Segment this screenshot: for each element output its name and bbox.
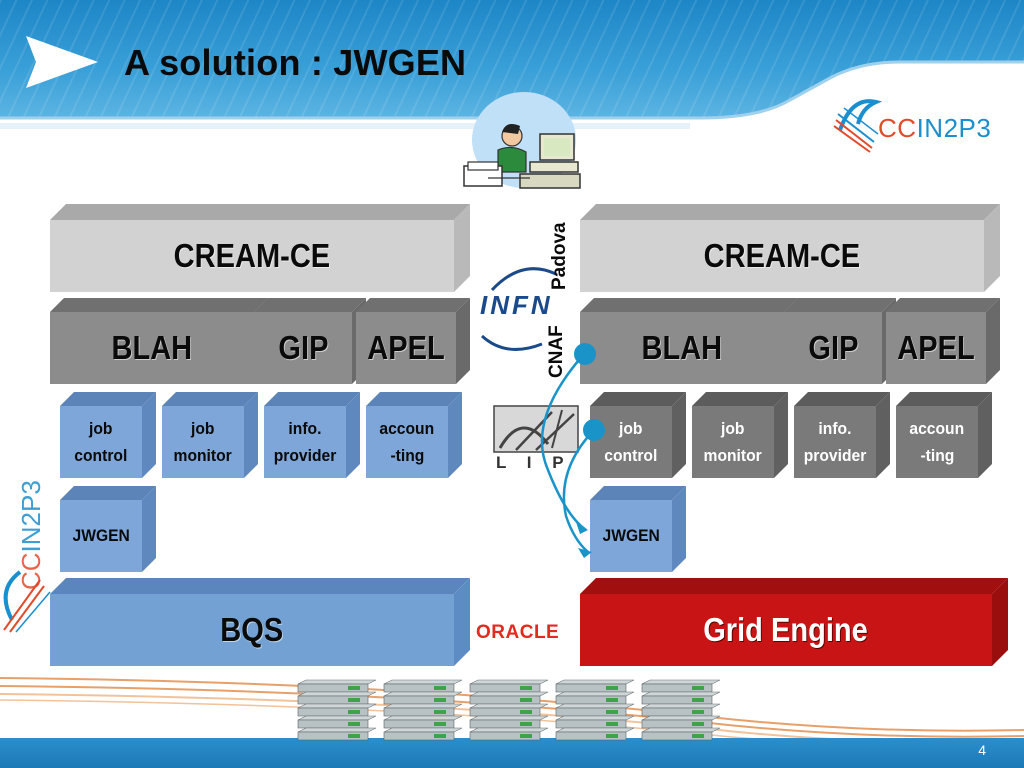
oracle-logo-icon: ORACLE xyxy=(476,622,559,643)
infn-text: INFN xyxy=(480,290,553,320)
oracle-text: ORACLE xyxy=(476,622,559,643)
block-shape xyxy=(264,392,360,478)
cnaf-label: CNAF xyxy=(546,325,567,378)
bqs-label: BQS xyxy=(220,611,284,648)
right-gip-block: GIP xyxy=(784,298,896,384)
padova-label: Padova xyxy=(549,222,570,290)
svg-text:CCIN2P3: CCIN2P3 xyxy=(16,480,46,590)
job-monitor-line1: job xyxy=(721,419,745,438)
block-shape xyxy=(692,392,788,478)
gip-label: GIP xyxy=(277,329,329,366)
block-shape xyxy=(162,392,258,478)
right-cream-ce-block: CREAM-CE xyxy=(580,204,1000,292)
accounting-line1: accoun xyxy=(379,419,435,438)
block-shape xyxy=(50,578,470,666)
block-shape xyxy=(50,204,470,292)
block-shape xyxy=(356,298,470,384)
jwgen-label: JWGEN xyxy=(602,526,660,545)
left-apel-block: APEL xyxy=(356,298,470,384)
accounting-line2: -ting xyxy=(920,446,954,465)
ccin2p3-logo-icon xyxy=(833,99,883,153)
accounting-line1: accoun xyxy=(909,419,965,438)
apel-label: APEL xyxy=(897,329,975,366)
infn-logo-icon: INFN xyxy=(480,267,557,351)
right-apel-block: APEL xyxy=(886,298,1000,384)
job-monitor-line2: monitor xyxy=(173,446,233,465)
info-provider-line2: provider xyxy=(273,446,337,465)
slide-title: A solution : JWGEN xyxy=(124,42,467,83)
title-arrow-icon xyxy=(26,36,98,88)
job-control-line2: control xyxy=(604,446,658,465)
lip-text: L I P xyxy=(496,453,572,472)
grid-engine-label: Grid Engine xyxy=(703,611,869,648)
block-shape xyxy=(886,298,1000,384)
left-job-monitor-block: job monitor xyxy=(162,392,258,478)
block-shape xyxy=(794,392,890,478)
right-accounting-block: accoun -ting xyxy=(896,392,992,478)
job-monitor-line1: job xyxy=(191,419,215,438)
ccin2p3-side-logo-icon: CCIN2P3 xyxy=(3,480,51,633)
right-jwgen-block: JWGEN xyxy=(590,486,686,572)
block-shape xyxy=(896,392,992,478)
blah-label: BLAH xyxy=(641,329,723,366)
block-shape xyxy=(60,486,156,572)
right-job-monitor-block: job monitor xyxy=(692,392,788,478)
right-blah-block: BLAH xyxy=(580,298,798,384)
info-provider-line1: info. xyxy=(818,419,852,438)
job-control-line1: job xyxy=(89,419,113,438)
block-shape xyxy=(590,486,686,572)
page-number: 4 xyxy=(978,742,986,758)
left-jwgen-block: JWGEN xyxy=(60,486,156,572)
block-shape xyxy=(590,392,686,478)
job-control-line2: control xyxy=(74,446,128,465)
left-job-control-block: job control xyxy=(60,392,156,478)
left-info-provider-block: info. provider xyxy=(264,392,360,478)
job-control-line1: job xyxy=(619,419,643,438)
info-provider-line1: info. xyxy=(288,419,322,438)
user-at-computer-icon xyxy=(463,92,581,189)
job-monitor-line2: monitor xyxy=(703,446,763,465)
left-blah-block: BLAH xyxy=(50,298,268,384)
info-provider-line2: provider xyxy=(803,446,867,465)
block-shape xyxy=(580,204,1000,292)
right-info-provider-block: info. provider xyxy=(794,392,890,478)
block-shape xyxy=(366,392,462,478)
accounting-line2: -ting xyxy=(390,446,424,465)
lip-logo-icon: L I P xyxy=(493,405,579,472)
left-accounting-block: accoun -ting xyxy=(366,392,462,478)
right-job-control-block: job control xyxy=(590,392,686,478)
slide-header-band xyxy=(0,0,1024,118)
left-gip-block: GIP xyxy=(254,298,366,384)
right-grid-engine-block: Grid Engine xyxy=(580,578,1008,666)
jwgen-label: JWGEN xyxy=(72,526,130,545)
header-curve xyxy=(0,60,1024,140)
block-shape xyxy=(60,392,156,478)
ccin2p3-logo-text: CCIN2P3 xyxy=(878,113,992,143)
footer-band xyxy=(0,738,1024,768)
cream-ce-label: CREAM-CE xyxy=(173,237,331,274)
block-shape xyxy=(580,578,1008,666)
blah-label: BLAH xyxy=(111,329,193,366)
left-cream-ce-block: CREAM-CE xyxy=(50,204,470,292)
left-bqs-block: BQS xyxy=(50,578,470,666)
gip-label: GIP xyxy=(807,329,859,366)
cream-ce-label: CREAM-CE xyxy=(703,237,861,274)
apel-label: APEL xyxy=(367,329,445,366)
